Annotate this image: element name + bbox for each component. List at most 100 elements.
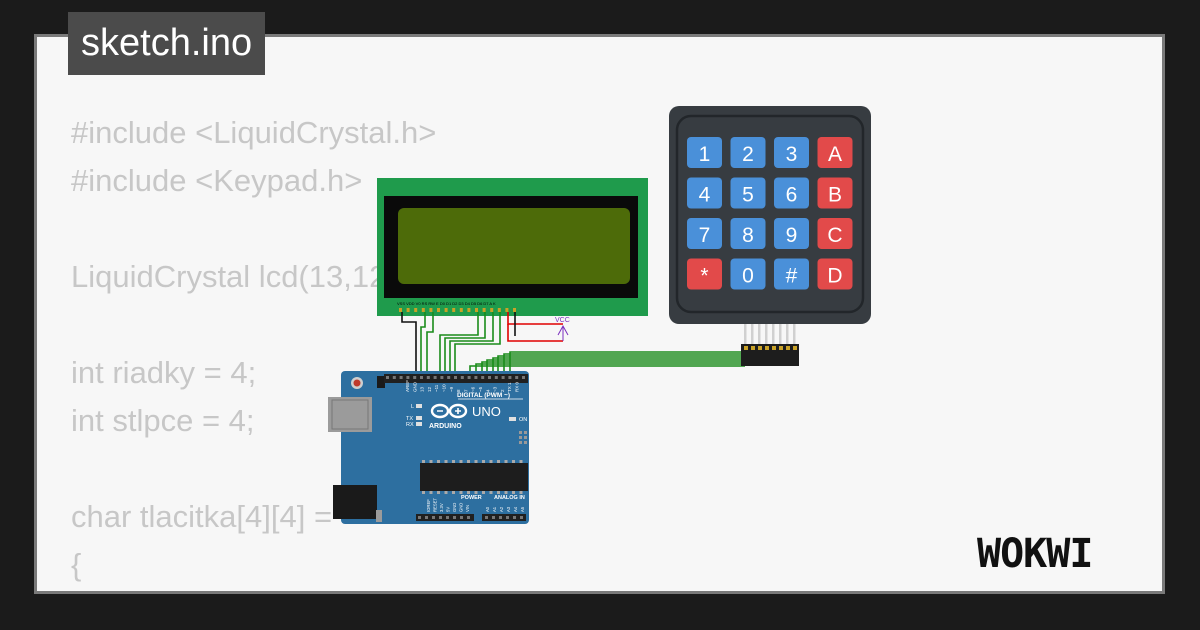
keypad-key[interactable]: 6	[774, 177, 809, 209]
power-header	[416, 514, 474, 521]
icsp-header	[519, 431, 527, 444]
header-pin-label: ~5	[478, 386, 483, 392]
keypad-key[interactable]: 3	[774, 137, 809, 168]
header-pin-label: 13	[420, 386, 425, 392]
digital-pin-holes	[386, 376, 525, 379]
analog-label: ANALOG IN	[494, 495, 525, 501]
power-pin-label: RESET	[433, 498, 438, 512]
preview-card: #include <LiquidCrystal.h> #include <Keyp…	[34, 34, 1165, 594]
power-pin-label: GND	[459, 503, 464, 512]
wokwi-logo: WOKWI	[977, 531, 1093, 575]
keypad-key-label: 2	[742, 143, 754, 166]
wire[interactable]	[401, 312, 417, 380]
keypad-key-label: 4	[699, 184, 711, 207]
code-line: #include <Keypad.h>	[71, 163, 363, 198]
analog-pin-label: A1	[492, 506, 497, 512]
keypad-key[interactable]: C	[817, 218, 853, 249]
keypad-key-label: D	[827, 265, 842, 288]
lcd-pin-row	[399, 308, 516, 312]
keypad-key-label: 3	[786, 143, 798, 166]
code-line: #include <LiquidCrystal.h>	[71, 115, 437, 150]
analog-pin-label: A2	[499, 506, 504, 512]
wire[interactable]	[449, 312, 494, 380]
wire[interactable]	[426, 312, 434, 380]
wire[interactable]	[420, 312, 426, 380]
wokwi-logo-text: WOKWI	[977, 531, 1092, 575]
lcd-screen	[398, 208, 630, 284]
power-pin-label: VIN	[465, 505, 470, 512]
usb-port	[328, 397, 372, 432]
keypad-key-label: A	[828, 143, 842, 166]
on-led-label: ON	[519, 417, 527, 423]
code-line: {	[71, 547, 82, 582]
header-pin-label: ~11	[434, 384, 439, 392]
wire[interactable]	[454, 312, 501, 380]
lcd-pin-labels: VSS VDD V0 RS RW E D0 D1 D2 D3 D4 D5 D6 …	[397, 301, 496, 306]
keypad-key[interactable]: 1	[687, 137, 722, 168]
bottom-pin-holes	[418, 516, 523, 519]
wire[interactable]	[509, 351, 794, 380]
keypad-key-label: 6	[786, 184, 798, 207]
analog-pin-label: A3	[506, 506, 511, 512]
keypad-key-label: 8	[742, 224, 754, 247]
keypad-key-label: 0	[742, 265, 754, 288]
keypad-key[interactable]: A	[817, 137, 853, 168]
keypad-key-label: 7	[699, 224, 711, 247]
code-line: char tlacitka[4][4] =	[71, 499, 333, 534]
power-label: POWER	[461, 495, 482, 501]
analog-header	[482, 514, 526, 521]
header-pin-label: 4	[485, 389, 490, 392]
wire[interactable]	[444, 312, 486, 380]
filename-tab[interactable]: sketch.ino	[68, 12, 266, 75]
wire[interactable]	[507, 324, 563, 342]
keypad-key-label: 5	[742, 184, 754, 207]
keypad-key[interactable]: #	[774, 258, 809, 290]
power-pin-label: 5V	[446, 507, 451, 512]
led-l-label: L	[411, 404, 414, 410]
keypad-key[interactable]: 4	[687, 177, 722, 209]
keypad-connector	[741, 324, 799, 366]
keypad-key[interactable]: *	[687, 258, 722, 290]
code-line: int stlpce = 4;	[71, 403, 255, 438]
keypad-key[interactable]: 5	[730, 177, 766, 209]
power-pin-label: GND	[452, 503, 457, 512]
model-label: UNO	[472, 404, 501, 419]
chip-pins	[422, 460, 523, 494]
header-pin-label: 8	[456, 389, 461, 392]
vcc-symbol: VCC	[555, 317, 570, 341]
analog-pin-label: A0	[485, 506, 490, 512]
wire[interactable]	[439, 312, 479, 380]
header-pin-label: AREF	[405, 380, 410, 392]
keypad-key[interactable]: 2	[730, 137, 766, 168]
keypad-key-label: 1	[699, 143, 711, 166]
keypad-key-label: 9	[786, 224, 798, 247]
keypad-key[interactable]: 9	[774, 218, 809, 249]
power-jack	[333, 485, 377, 519]
header-pin-label: 2	[500, 389, 505, 392]
keypad-key[interactable]: D	[817, 258, 853, 290]
keypad-key[interactable]: 8	[730, 218, 766, 249]
header-pin-label: 12	[427, 386, 432, 392]
keypad-key[interactable]: 7	[687, 218, 722, 249]
keypad-key-label: *	[700, 265, 708, 288]
code-line: int riadky = 4;	[71, 355, 257, 390]
header-pin-label: GND	[412, 381, 417, 392]
keypad-key[interactable]: 0	[730, 258, 766, 290]
header-pin-label: ~9	[449, 386, 454, 392]
keypad-key-label: #	[786, 265, 798, 288]
keypad-key-label: C	[827, 224, 842, 247]
header-pin-label: ~10	[442, 384, 447, 392]
header-pin-label: 7	[463, 389, 468, 392]
keypad-key[interactable]: B	[817, 177, 853, 209]
atmega-chip	[420, 463, 528, 491]
vcc-label: VCC	[555, 317, 570, 324]
lcd-display[interactable]: VSS VDD V0 RS RW E D0 D1 D2 D3 D4 D5 D6 …	[377, 178, 648, 316]
led-rx-label: RX	[406, 422, 414, 428]
power-pin-label: IOREF	[426, 499, 431, 512]
